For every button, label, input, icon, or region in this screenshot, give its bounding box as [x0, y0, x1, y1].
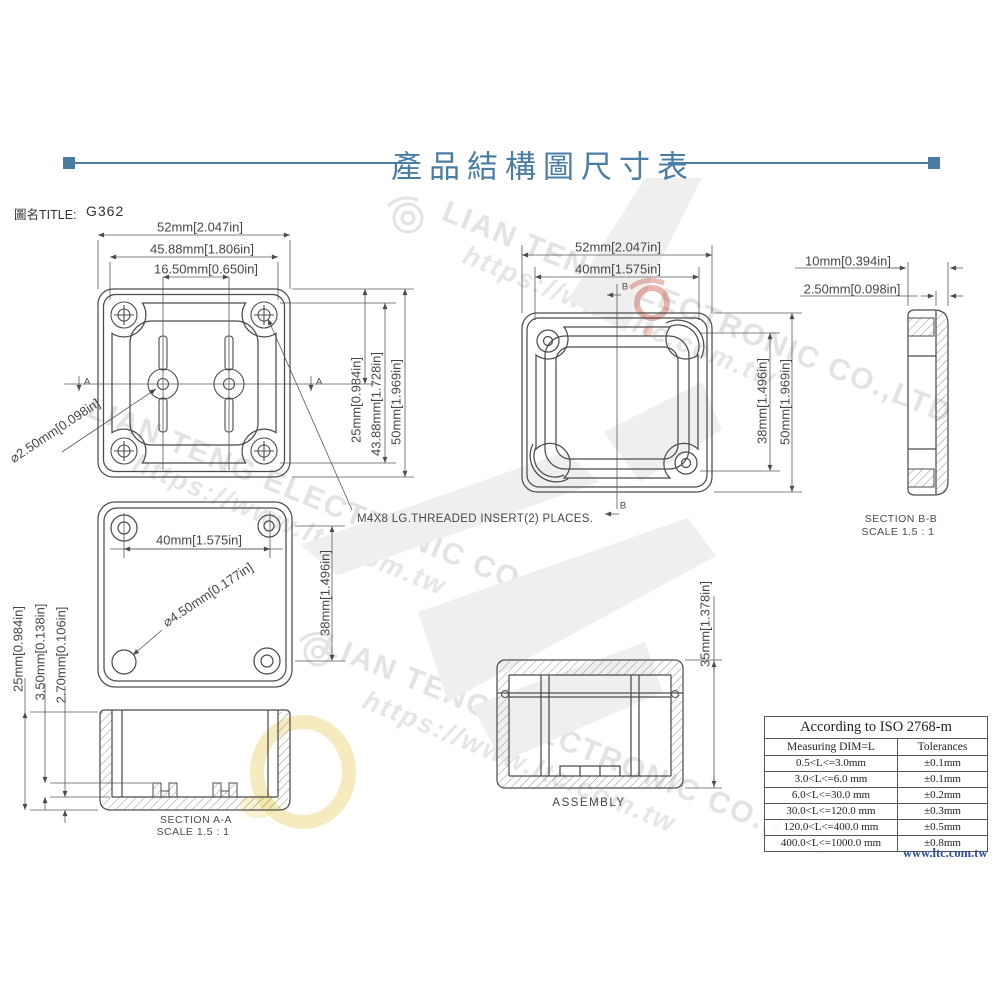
- tolerance-range: 120.0<L<=400.0 mm: [765, 820, 898, 835]
- title-rule-square-right: [928, 157, 940, 169]
- section-aa-scale: SCALE 1.5 : 1: [156, 826, 230, 838]
- section-marker-a-left: A: [83, 376, 91, 388]
- dim-base-depth: 25mm[0.984in]: [10, 606, 26, 692]
- tolerance-col-measuring: Measuring DIM=L: [765, 739, 898, 755]
- tolerance-range: 30.0<L<=120.0 mm: [765, 804, 898, 819]
- tolerance-row: 3.0<L<=6.0 mm ±0.1mm: [765, 772, 987, 788]
- tolerance-value: ±0.2mm: [924, 789, 961, 801]
- title-rule-left: [75, 162, 418, 164]
- section-marker-b-top: B: [621, 281, 629, 293]
- tolerance-table-title: According to ISO 2768-m: [765, 717, 987, 739]
- dim-front-height-holes: 43.88mm[1.728in]: [368, 351, 384, 457]
- drawing-title-label: 圖名TITLE:: [14, 208, 77, 222]
- tolerance-row: 120.0<L<=400.0 mm ±0.5mm: [765, 820, 987, 836]
- tolerance-range: 400.0<L<=1000.0 mm: [765, 836, 898, 851]
- threaded-insert-note: M4X8 LG.THREADED INSERT(2) PLACES.: [357, 513, 594, 525]
- dim-lid-width-holes: 40mm[1.575in]: [156, 532, 242, 548]
- section-marker-b-bottom: B: [619, 500, 627, 512]
- tolerance-value: ±0.5mm: [924, 821, 961, 833]
- page-title: 產品結構圖尺寸表: [391, 149, 695, 185]
- tolerance-table: According to ISO 2768-m Measuring DIM=L …: [764, 716, 988, 852]
- tolerance-col-tolerances: Tolerances: [917, 741, 968, 753]
- dim-base-boss: 3.50mm[0.138in]: [32, 603, 48, 701]
- tolerance-range: 6.0<L<=30.0 mm: [765, 788, 898, 803]
- website-link: www.ltc.com.tw: [903, 846, 988, 860]
- dim-assembly-height: 35mm[1.378in]: [697, 581, 713, 667]
- section-bb-scale: SCALE 1.5 : 1: [861, 526, 935, 538]
- dim-front-width-outer: 52mm[2.047in]: [157, 219, 243, 235]
- dim-front-width-holes: 45.88mm[1.806in]: [149, 241, 255, 257]
- tolerance-value: ±0.8mm: [924, 837, 961, 849]
- tolerance-row: 6.0<L<=30.0 mm ±0.2mm: [765, 788, 987, 804]
- tolerance-table-header: Measuring DIM=L Tolerances: [765, 739, 987, 756]
- title-rule-right: [668, 162, 928, 164]
- dim-front-height-outer: 50mm[1.969in]: [388, 359, 404, 445]
- part-outlines: [97, 288, 949, 811]
- tolerance-row: 400.0<L<=1000.0 mm ±0.8mm: [765, 836, 987, 851]
- dim-base-floor: 2.70mm[0.106in]: [53, 606, 69, 704]
- dim-front-height-center: 25mm[0.984in]: [348, 357, 364, 443]
- section-marker-a-right: A: [315, 376, 323, 388]
- dim-back-height-outer: 50mm[1.969in]: [777, 359, 793, 445]
- dim-back-width-inner: 40mm[1.575in]: [575, 261, 661, 277]
- drawing-model-number: G362: [86, 203, 125, 219]
- tolerance-row: 0.5<L<=3.0mm ±0.1mm: [765, 756, 987, 772]
- tolerance-value: ±0.3mm: [924, 805, 961, 817]
- dim-lid-height-holes: 38mm[1.496in]: [317, 550, 333, 636]
- tolerance-range: 0.5<L<=3.0mm: [765, 756, 898, 771]
- tolerance-value: ±0.1mm: [924, 773, 961, 785]
- tolerance-value: ±0.1mm: [924, 757, 961, 769]
- dim-side-lip: 2.50mm[0.098in]: [803, 281, 901, 297]
- dim-back-height-inner: 38mm[1.496in]: [754, 358, 770, 444]
- title-rule-square-left: [63, 157, 75, 169]
- tolerance-range: 3.0<L<=6.0 mm: [765, 772, 898, 787]
- dimension-lines: [22, 232, 963, 823]
- dim-front-width-posts: 16.50mm[0.650in]: [153, 261, 259, 277]
- tolerance-row: 30.0<L<=120.0 mm ±0.3mm: [765, 804, 987, 820]
- dim-side-depth: 10mm[0.394in]: [805, 253, 891, 269]
- section-aa-label: SECTION A-A: [159, 814, 233, 826]
- assembly-label: ASSEMBLY: [552, 797, 626, 809]
- watermark-swirl-icon: [298, 196, 424, 667]
- section-bb-label: SECTION B-B: [864, 513, 938, 525]
- dim-back-width-outer: 52mm[2.047in]: [575, 239, 661, 255]
